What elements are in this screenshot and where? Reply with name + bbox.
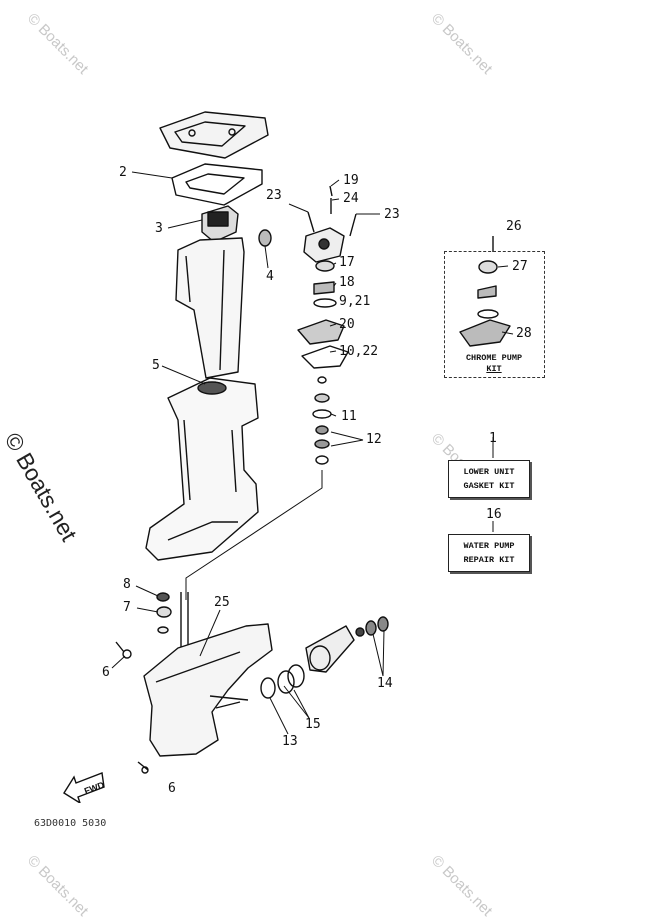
callout-6-upper: 6 — [102, 665, 110, 680]
propeller-side-parts — [260, 616, 389, 699]
water-pump-repair-kit-box: WATER PUMP REPAIR KIT — [448, 534, 530, 572]
callout-3: 3 — [155, 221, 163, 236]
upper-casing — [145, 377, 259, 561]
callout-15: 15 — [305, 717, 321, 732]
callout-8: 8 — [123, 577, 131, 592]
seal-ring — [258, 229, 272, 247]
callout-23-right: 23 — [384, 207, 400, 222]
callout-7: 7 — [123, 600, 131, 615]
callout-19: 19 — [343, 173, 359, 188]
callout-26: 26 — [506, 219, 522, 234]
gasket — [171, 163, 263, 206]
lower-unit-kit-line1: LOWER UNIT — [463, 467, 515, 477]
exhaust-housing — [175, 237, 245, 379]
callout-23-left: 23 — [266, 188, 282, 203]
callout-1: 1 — [489, 431, 497, 446]
callout-25: 25 — [214, 595, 230, 610]
lower-unit-kit-line2: GASKET KIT — [463, 481, 515, 491]
callout-24: 24 — [343, 191, 359, 206]
callout-28: 28 — [516, 326, 532, 341]
callout-4: 4 — [266, 269, 274, 284]
callout-14: 14 — [377, 676, 393, 691]
top-mount-plate — [159, 111, 269, 159]
water-pump-kit-line1: WATER PUMP — [463, 541, 515, 551]
callout-13: 13 — [282, 734, 298, 749]
o-ring-part — [156, 592, 170, 602]
callout-12: 12 — [366, 432, 382, 447]
adaptor-block — [201, 205, 239, 243]
callout-27: 27 — [512, 259, 528, 274]
callout-17: 17 — [339, 255, 355, 270]
chrome-pump-kit-line1: CHROME PUMP — [465, 353, 523, 363]
lower-unit-gasket-kit-box: LOWER UNIT GASKET KIT — [448, 460, 530, 498]
callout-5: 5 — [152, 358, 160, 373]
callout-20: 20 — [339, 317, 355, 332]
chrome-pump-kit-frame — [444, 251, 545, 378]
lower-casing — [143, 623, 273, 757]
callout-9-21: 9,21 — [339, 294, 371, 309]
callout-11: 11 — [341, 409, 357, 424]
callout-16: 16 — [486, 507, 502, 522]
drawing-code: 63D0010 5030 — [34, 818, 107, 829]
drive-shaft — [180, 592, 189, 654]
water-pump-kit-line2: REPAIR KIT — [463, 555, 515, 565]
callout-10-22: 10,22 — [339, 344, 379, 359]
callout-18: 18 — [339, 275, 355, 290]
callout-6-lower: 6 — [168, 781, 176, 796]
water-pump-stack — [297, 185, 357, 465]
chrome-pump-kit-label: CHROME PUMP KIT — [448, 353, 540, 375]
chrome-pump-kit-line2: KIT — [486, 364, 502, 374]
callout-2: 2 — [119, 165, 127, 180]
forward-arrow-icon — [63, 772, 105, 803]
